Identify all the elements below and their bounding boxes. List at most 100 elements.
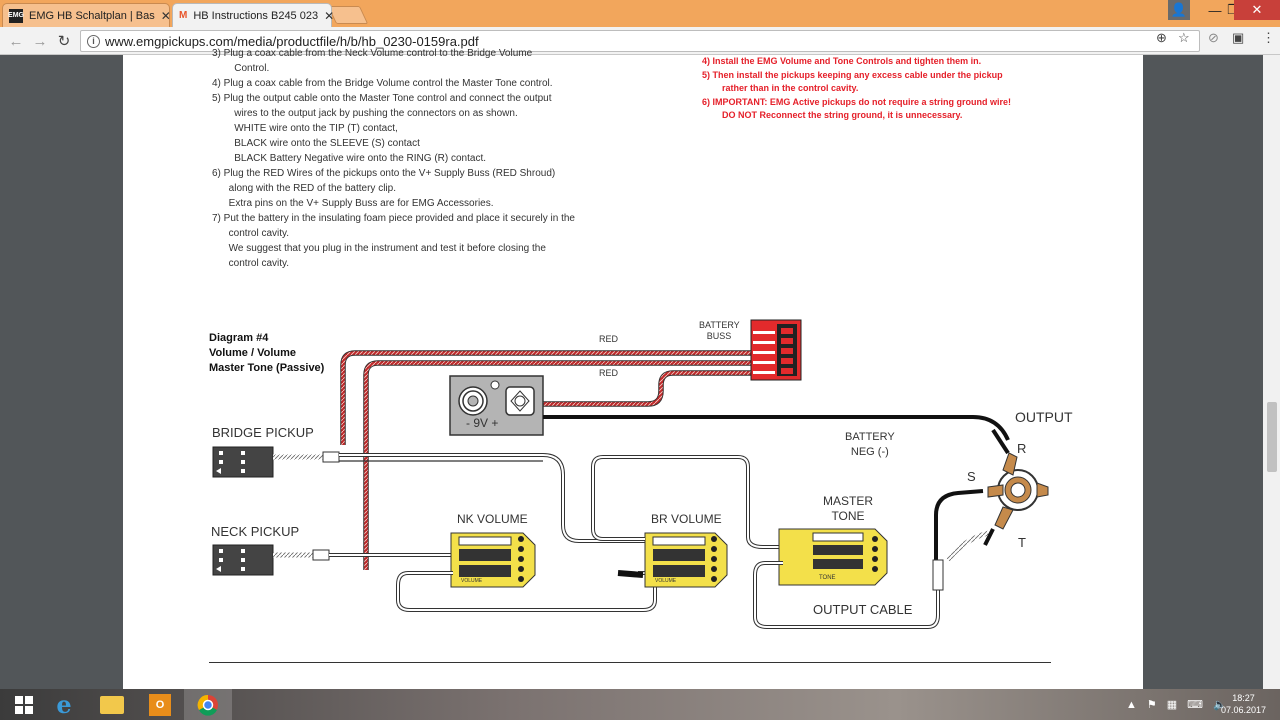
- master-tone-label: MASTER TONE: [823, 494, 874, 523]
- output-label: OUTPUT: [1015, 409, 1073, 425]
- output-cable-label: OUTPUT CABLE: [813, 602, 913, 617]
- scrollbar-thumb[interactable]: [1267, 402, 1277, 472]
- page-divider: [209, 662, 1051, 663]
- tab-close-icon[interactable]: ✕: [324, 8, 335, 23]
- minimize-button[interactable]: —: [1208, 2, 1222, 18]
- neck-pickup-label: NECK PICKUP: [211, 524, 300, 539]
- red-wire-bridge: [340, 350, 751, 445]
- close-window-button[interactable]: ✕: [1234, 0, 1280, 20]
- tab-emg-schaltplan[interactable]: EMG EMG HB Schaltplan | Bas ✕: [2, 3, 171, 27]
- zoom-icon[interactable]: ⊕: [1156, 30, 1167, 45]
- back-arrow-icon[interactable]: ←: [8, 32, 24, 50]
- file-explorer-icon[interactable]: [88, 689, 136, 720]
- taskbar: e O ▲ ⚑ ▦ ⌨ 🔈 18:27 07.06.2017: [0, 689, 1280, 720]
- nk-volume-pot: [450, 532, 536, 588]
- red-label-top: RED: [599, 334, 619, 344]
- step-line: BLACK wire onto the SLEEVE (S) contact: [212, 138, 420, 149]
- step-line: BLACK Battery Negative wire onto the RIN…: [212, 153, 486, 164]
- install-notes: 4) Install the EMG Volume and Tone Contr…: [702, 55, 1011, 123]
- battery-buss: [750, 319, 802, 381]
- output-jack: [983, 428, 1049, 546]
- pdf-page: 3) Plug a coax cable from the Neck Volum…: [123, 48, 1143, 689]
- forward-arrow-icon[interactable]: →: [32, 32, 48, 50]
- note-line: rather than in the control cavity.: [702, 83, 859, 93]
- flag-icon[interactable]: ⚑: [1146, 699, 1157, 711]
- system-tray: ▲ ⚑ ▦ ⌨ 🔈: [1126, 689, 1227, 720]
- browser-toolbar: ← → ↻ i www.emgpickups.com/media/product…: [0, 27, 1280, 55]
- note-line: 6) IMPORTANT: EMG Active pickups do not …: [702, 96, 1012, 107]
- diagram-title-line: Diagram #4: [209, 332, 269, 344]
- red-label-bottom: RED: [599, 368, 619, 378]
- tab-title: HB Instructions B245 023: [193, 9, 319, 22]
- step-line: 6) Plug the RED Wires of the pickups ont…: [212, 168, 556, 179]
- address-bar[interactable]: i www.emgpickups.com/media/productfile/h…: [80, 30, 1200, 52]
- note-line: DO NOT Reconnect the string ground, it i…: [702, 110, 963, 120]
- ring-label: R: [1017, 441, 1027, 456]
- battery-buss-label: BATTERY BUSS: [699, 320, 740, 341]
- step-line: control cavity.: [212, 258, 290, 269]
- pot-text-tone: TONE: [819, 575, 836, 581]
- reload-icon[interactable]: ↻: [57, 33, 71, 50]
- tab-close-icon[interactable]: ✕: [160, 8, 171, 23]
- maximize-button[interactable]: ❐: [1227, 2, 1239, 17]
- wiring-diagram: [212, 319, 1049, 629]
- outlook-icon[interactable]: O: [136, 689, 184, 720]
- profile-icon[interactable]: 👤: [1168, 0, 1190, 20]
- diagram-title-line: Master Tone (Passive): [209, 362, 325, 374]
- step-line: WHITE wire onto the TIP (T) contact,: [212, 123, 398, 134]
- red-wire-neck: [363, 360, 751, 570]
- note-line: 5) Then install the pickups keeping any …: [702, 69, 1003, 80]
- step-line: 7) Put the battery in the insulating foa…: [212, 213, 575, 224]
- magento-favicon-icon: M: [179, 10, 188, 21]
- tab-hb-instructions[interactable]: M HB Instructions B245 023 ✕: [172, 3, 335, 27]
- master-tone-pot: [778, 528, 888, 586]
- install-steps: 3) Plug a coax cable from the Neck Volum…: [212, 46, 632, 271]
- tab-strip: EMG EMG HB Schaltplan | Bas ✕ M HB Instr…: [0, 0, 1280, 27]
- nk-volume-label: NK VOLUME: [457, 512, 528, 526]
- battery-9v: [449, 375, 544, 436]
- note-line: 4) Install the EMG Volume and Tone Contr…: [702, 56, 982, 66]
- black-neg-wire: [543, 415, 1010, 441]
- step-line: wires to the output jack by pushing the …: [212, 108, 518, 119]
- pdf-viewer[interactable]: 3) Plug a coax cable from the Neck Volum…: [0, 48, 1280, 689]
- step-line: We suggest that you plug in the instrume…: [212, 243, 546, 254]
- tab-title: EMG HB Schaltplan | Bas: [29, 9, 155, 22]
- extension-square-icon[interactable]: ▣: [1232, 30, 1245, 45]
- sleeve-label: S: [967, 469, 976, 484]
- pot-text-nk: VOLUME: [461, 578, 483, 584]
- step-line: 5) Plug the output cable onto the Master…: [212, 93, 552, 104]
- br-volume-pot: [644, 532, 728, 588]
- bridge-pickup-connector: [212, 446, 274, 478]
- emg-favicon-icon: EMG: [8, 8, 24, 23]
- step-line: 4) Plug a coax cable from the Bridge Vol…: [212, 78, 553, 89]
- bridge-pickup-label: BRIDGE PICKUP: [212, 425, 314, 440]
- chrome-icon[interactable]: [184, 689, 232, 720]
- battery-neg-label: BATTERY NEG (-): [845, 431, 895, 458]
- network-icon[interactable]: ▦: [1166, 699, 1178, 711]
- clock[interactable]: 18:27 07.06.2017: [1220, 693, 1266, 715]
- step-line: Control.: [212, 63, 270, 74]
- diagram-title-line: Volume / Volume: [209, 347, 296, 359]
- step-line: 3) Plug a coax cable from the Neck Volum…: [212, 48, 533, 59]
- extension-icon[interactable]: ⊘: [1208, 30, 1219, 45]
- volume-icon[interactable]: 🔈: [1213, 699, 1227, 711]
- br-volume-label: BR VOLUME: [651, 512, 722, 526]
- info-icon[interactable]: i: [87, 34, 100, 48]
- url-text: www.emgpickups.com/media/productfile/h/b…: [105, 33, 479, 49]
- tip-label: T: [1018, 535, 1026, 550]
- menu-icon[interactable]: ⋮: [1262, 30, 1275, 45]
- bookmark-star-icon[interactable]: ☆: [1178, 30, 1190, 45]
- step-line: along with the RED of the battery clip.: [212, 183, 396, 194]
- step-line: control cavity.: [212, 228, 290, 239]
- red-wire-battery: [543, 370, 751, 407]
- windows-start-icon[interactable]: [0, 689, 48, 720]
- internet-explorer-icon[interactable]: e: [56, 690, 72, 719]
- keyboard-icon[interactable]: ⌨: [1187, 699, 1204, 711]
- tray-arrow-icon[interactable]: ▲: [1126, 698, 1137, 711]
- battery-label: - 9V +: [466, 416, 499, 430]
- neck-pickup-connector: [212, 544, 274, 576]
- step-line: Extra pins on the V+ Supply Buss are for…: [212, 198, 494, 209]
- pot-text-br: VOLUME: [655, 578, 677, 584]
- scrollbar[interactable]: [1263, 55, 1280, 689]
